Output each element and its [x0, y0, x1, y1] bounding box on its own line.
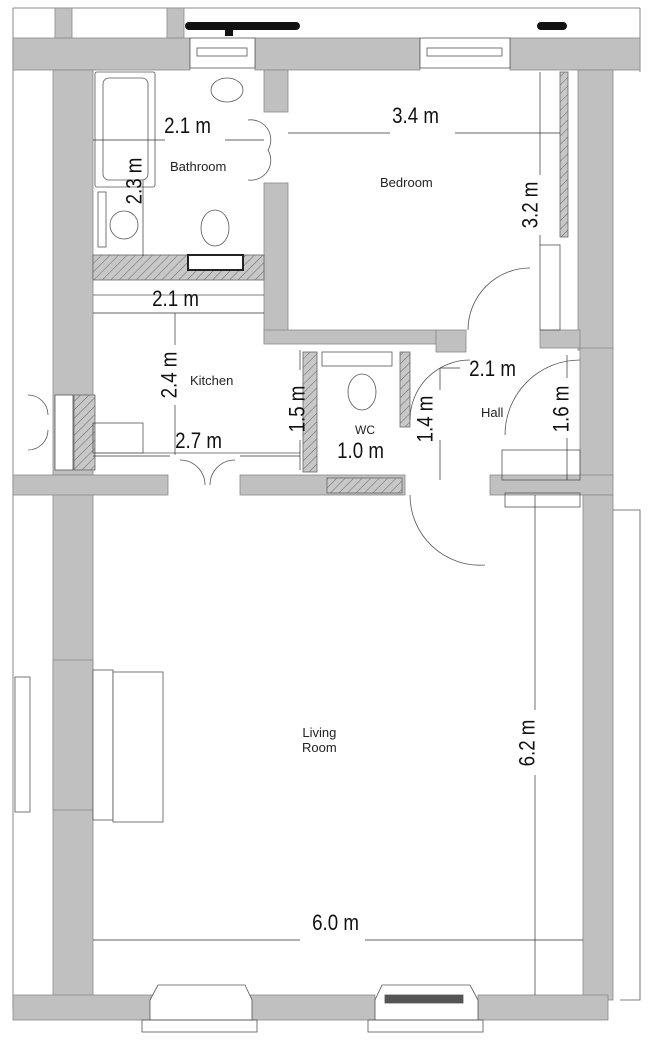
dim-kitchen-width-top: 2.1 m	[152, 286, 199, 311]
room-label-hall: Hall	[481, 405, 504, 420]
dim-hall-depth: 1.6 m	[548, 385, 574, 433]
exterior-fixtures	[185, 22, 567, 36]
room-label-bedroom: Bedroom	[380, 175, 433, 190]
dim-kitchen-depth: 2.4 m	[156, 351, 182, 399]
dimension-lines	[93, 72, 583, 995]
hatched-partitions	[73, 71, 569, 494]
dim-bedroom-depth: 3.2 m	[517, 181, 543, 229]
site-boundary	[12, 7, 641, 1010]
room-label-wc: WC	[355, 423, 375, 437]
walls	[12, 7, 641, 1021]
dim-wc-depth: 1.4 m	[412, 395, 438, 443]
dim-bathroom-width: 2.1 m	[164, 113, 211, 138]
dim-bedroom-width: 3.4 m	[392, 103, 439, 128]
interior-lines	[14, 37, 641, 1033]
living-label-line1: Living	[302, 725, 337, 740]
room-label-bathroom: Bathroom	[170, 159, 227, 174]
dim-wc-width: 1.0 m	[337, 438, 384, 463]
living-label-line2: Room	[302, 740, 337, 755]
dim-living-width: 6.0 m	[312, 910, 359, 935]
room-label-kitchen: Kitchen	[190, 373, 234, 388]
dim-living-depth: 6.2 m	[514, 719, 540, 767]
dim-hall-width: 2.1 m	[469, 356, 516, 381]
room-label-living-room: Living Room	[302, 725, 337, 755]
dim-kitchen-width-bottom: 2.7 m	[175, 428, 222, 453]
dim-kitchen-side-depth: 1.5 m	[284, 385, 310, 433]
dim-bathroom-depth: 2.3 m	[121, 157, 147, 205]
